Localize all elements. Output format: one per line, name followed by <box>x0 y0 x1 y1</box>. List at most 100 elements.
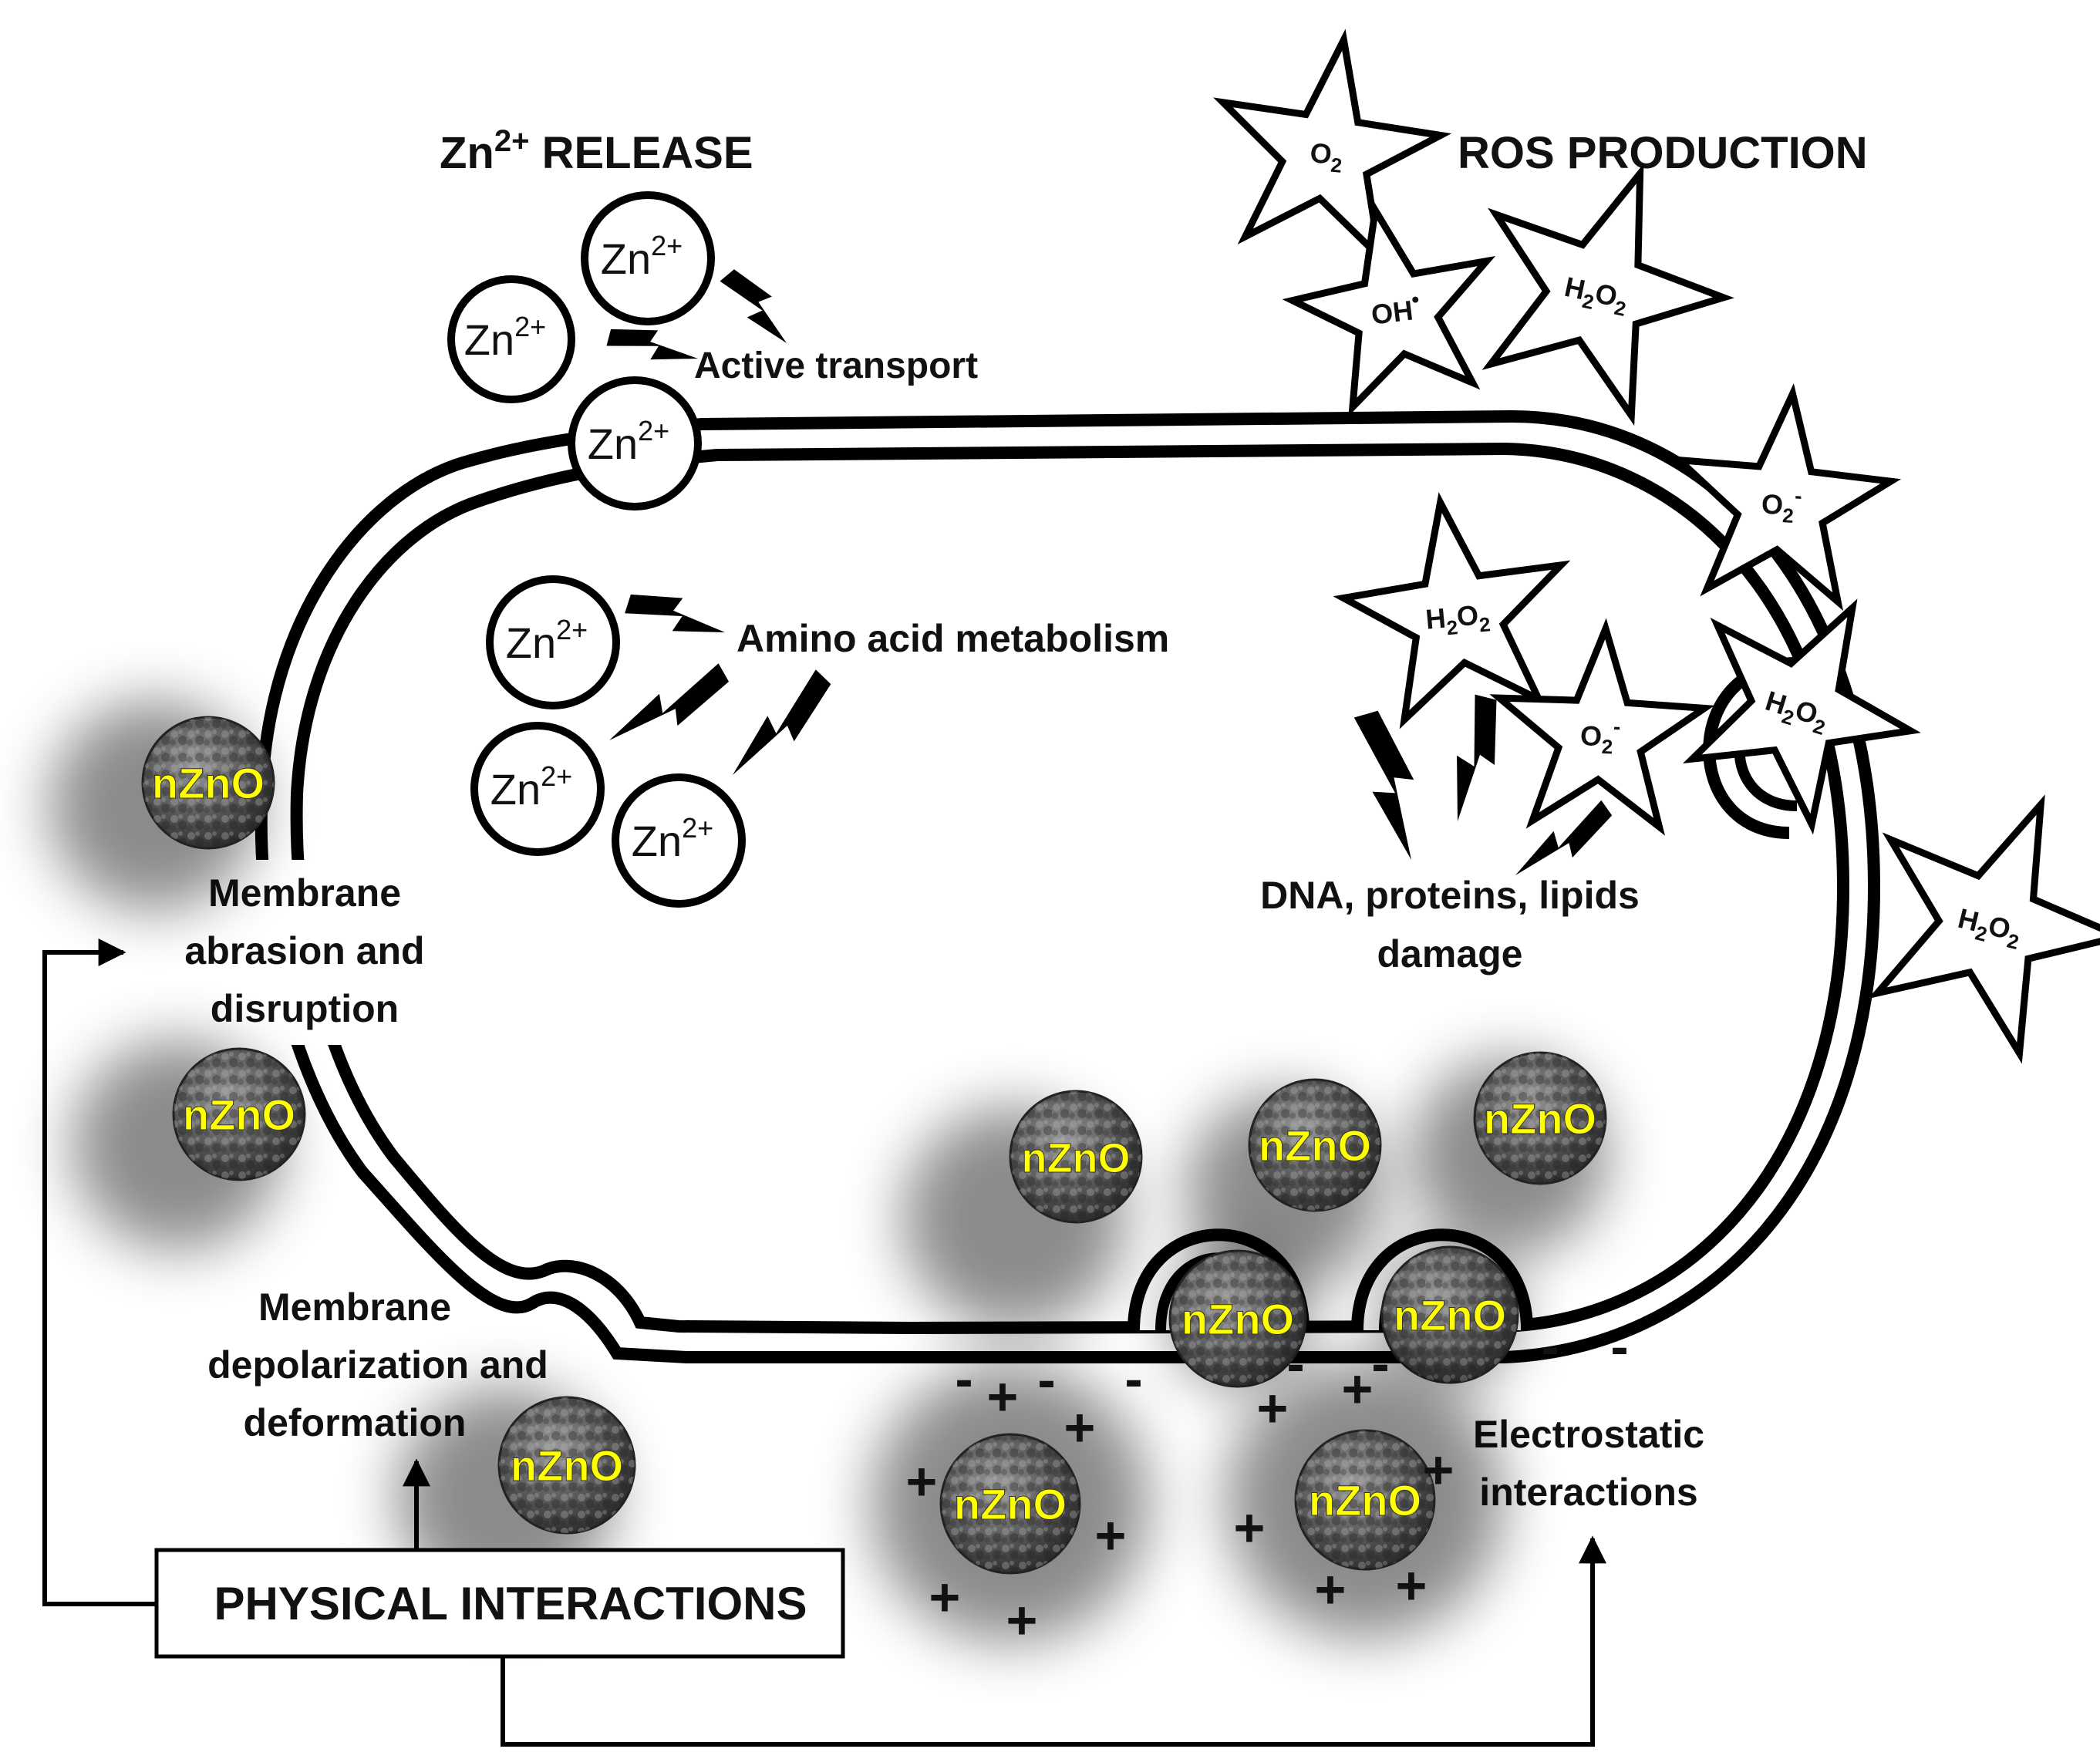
ros-production-heading: ROS PRODUCTION <box>1458 128 1868 178</box>
plus-charge: + <box>929 1567 961 1627</box>
svg-text:DNA, proteins, lipids: DNA, proteins, lipids <box>1260 874 1640 917</box>
zn-ion: Zn2+ <box>486 575 620 709</box>
arrow-to-abrasion <box>42 938 157 1606</box>
ros-label: H2O2 <box>1424 598 1492 641</box>
svg-text:abrasion and: abrasion and <box>184 929 424 972</box>
star-outline-icon <box>1669 383 1902 612</box>
nzno-label: nZnO <box>954 1480 1067 1528</box>
ros-o2minus: O2- <box>1489 618 1715 836</box>
svg-text:Electrostatic: Electrostatic <box>1473 1413 1704 1456</box>
plus-charge: + <box>1095 1505 1127 1565</box>
nzno-label: nZnO <box>1309 1476 1421 1525</box>
star-outline-icon <box>1333 492 1571 730</box>
svg-text:Zn2+ RELEASE: Zn2+ RELEASE <box>440 124 753 178</box>
nzno-label: nZnO <box>1022 1135 1131 1181</box>
zn-ion: Zn2+ <box>470 722 605 856</box>
flow-arrows <box>42 938 1606 1747</box>
zn-ion-label: Zn2+ <box>601 230 683 283</box>
zn-ion-circle-icon <box>486 575 620 709</box>
nzno-particle: nZnO <box>49 701 275 911</box>
zn-ion-circle-icon <box>581 191 715 325</box>
nzno-particle: nZnO <box>1168 1249 1307 1388</box>
nzno-particle: nZnO <box>1380 1245 1519 1384</box>
star-outline-icon <box>1489 618 1715 836</box>
minus-charge: - <box>1610 1316 1628 1377</box>
membrane-abrasion-label: Membrane abrasion and disruption <box>116 860 425 1045</box>
plus-charge: + <box>1234 1498 1266 1558</box>
nzno-particle: nZnO <box>72 1040 306 1250</box>
zn-ion-label: Zn2+ <box>588 415 669 468</box>
zn-ions-group: Zn2+ Zn2+ Zn2+ Zn2+ Zn2+ Zn2+ <box>447 191 746 908</box>
zn-ion: Zn2+ <box>581 191 715 325</box>
zn-release-heading: Zn2+ RELEASE <box>440 124 753 178</box>
star-outline-icon <box>1282 200 1496 416</box>
lightning-bolt-icon <box>1457 694 1497 821</box>
lightning-bolt-icon <box>720 269 787 343</box>
ros-label: O2- <box>1760 482 1802 528</box>
ros-h2o2: H2O2 <box>1868 794 2100 1064</box>
zn-ion-circle-icon <box>470 722 605 856</box>
nzno-particle: nZnO <box>902 1090 1143 1330</box>
nzno-particle: nZnO <box>1226 1361 1504 1639</box>
ros-label: OH• <box>1369 287 1422 330</box>
zn-ion: Zn2+ <box>447 275 575 403</box>
lightning-bolt-icon <box>733 669 831 775</box>
ros-label: O2- <box>1579 713 1620 759</box>
ros-h2o2: H2O2 <box>1333 492 1571 730</box>
nzno-label: nZnO <box>1181 1295 1294 1343</box>
plus-charge: + <box>906 1451 938 1511</box>
ros-label: H2O2 <box>1561 271 1631 321</box>
outer-membrane <box>254 409 1881 1363</box>
minus-charge: - <box>1124 1349 1142 1409</box>
zn-ion-circle-icon <box>612 773 746 908</box>
inner-membrane <box>290 442 1850 1335</box>
arrow-to-electrostatic <box>501 1535 1606 1747</box>
zn-ion: Zn2+ <box>568 376 702 511</box>
nzno-label: nZnO <box>183 1090 295 1139</box>
plus-charge: + <box>1342 1359 1374 1419</box>
zn-ion-label: Zn2+ <box>490 760 572 814</box>
star-outline-icon <box>1868 794 2100 1064</box>
amino-acid-label: Amino acid metabolism <box>737 617 1169 660</box>
minus-charge: - <box>1371 1333 1389 1393</box>
svg-text:interactions: interactions <box>1479 1471 1697 1514</box>
ros-oh: OH• <box>1282 200 1496 416</box>
nzno-label: nZnO <box>511 1441 623 1490</box>
ros-label: H2O2 <box>1953 902 2024 954</box>
minus-charge: - <box>1037 1350 1055 1410</box>
minus-charge: - <box>1541 1316 1559 1377</box>
zn-ion-label: Zn2+ <box>632 812 713 865</box>
nzno-label: nZnO <box>1394 1291 1506 1339</box>
star-outline-icon <box>1481 163 1734 426</box>
minus-charge: - <box>1286 1333 1304 1393</box>
zn-ion-label: Zn2+ <box>464 311 546 364</box>
lightning-bolt-icon <box>606 329 698 360</box>
lightning-bolt-icon <box>609 663 730 740</box>
minus-charge: - <box>955 1349 972 1409</box>
ros-h2o2: H2O2 <box>1683 598 1921 835</box>
nzno-label: nZnO <box>152 759 265 807</box>
plus-charge: + <box>1396 1555 1428 1616</box>
lightning-bolt-icon <box>1515 800 1613 875</box>
svg-text:damage: damage <box>1377 932 1523 976</box>
plus-charge: + <box>1257 1378 1289 1438</box>
ros-o2: O2 <box>1213 29 1452 267</box>
zn-ion-circle-icon <box>568 376 702 511</box>
plus-charge: + <box>987 1366 1019 1427</box>
nzno-label: nZnO <box>1484 1094 1596 1143</box>
ros-o2minus: O2- <box>1669 383 1902 612</box>
svg-text:depolarization and: depolarization and <box>207 1343 548 1387</box>
electrostatic-label: Electrostatic interactions <box>1473 1413 1704 1514</box>
lightning-bolt-icon <box>1353 710 1414 860</box>
zn-ion-circle-icon <box>447 275 575 403</box>
lightning-bolt-icon <box>625 594 725 632</box>
effect-bolts <box>606 269 1613 875</box>
plus-charge: + <box>1064 1397 1096 1457</box>
star-outline-icon <box>1683 598 1921 835</box>
nzno-particle: nZnO <box>871 1365 1149 1643</box>
nzno-particle: nZnO <box>1185 1078 1383 1290</box>
active-transport-label: Active transport <box>694 345 978 386</box>
